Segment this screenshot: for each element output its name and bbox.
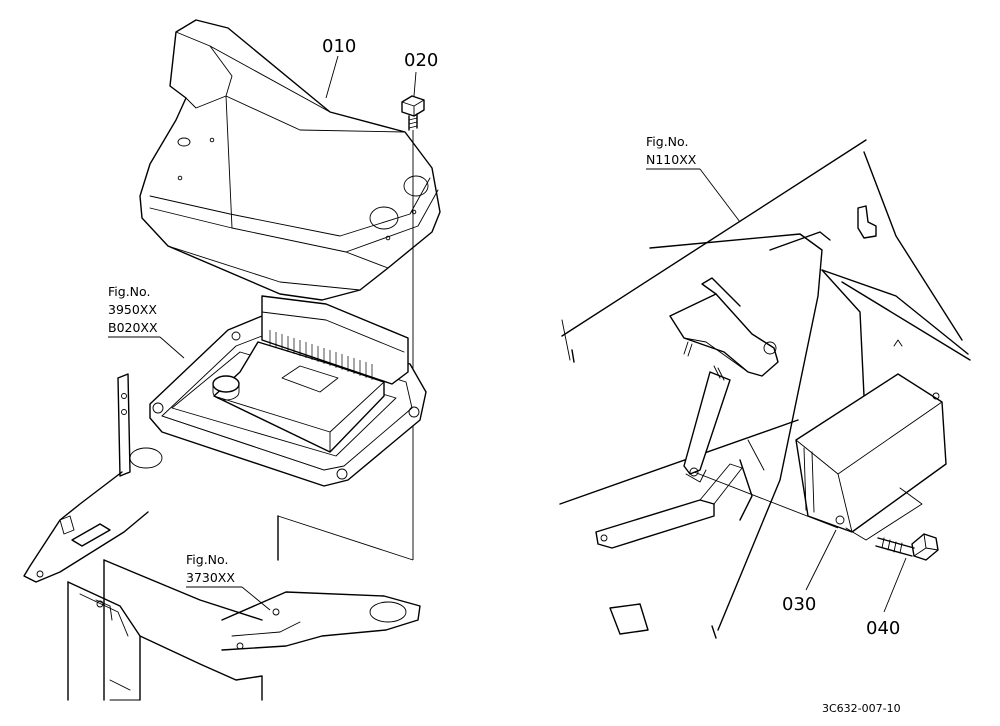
fig-ref-panel: Fig.No. N110XX bbox=[646, 134, 741, 223]
bolt-020 bbox=[401, 95, 425, 560]
bolt-040 bbox=[875, 533, 939, 561]
mounting-frame bbox=[23, 373, 421, 701]
fig-ref-ecu: Fig.No. 3950XX B020XX bbox=[108, 284, 185, 359]
fig-ref-panel-line2: N110XX bbox=[646, 152, 697, 167]
fig-ref-ecu-line2: 3950XX bbox=[108, 302, 157, 317]
part-number-030: 030 bbox=[782, 594, 816, 615]
fig-ref-panel-line1: Fig.No. bbox=[646, 134, 688, 149]
part-number-020: 020 bbox=[404, 50, 438, 71]
fig-ref-ecu-line3: B020XX bbox=[108, 320, 158, 335]
part-number-010: 010 bbox=[322, 36, 356, 57]
ecu-cover-010 bbox=[139, 19, 441, 301]
fig-ref-frame-line2: 3730XX bbox=[186, 570, 235, 585]
controller-030 bbox=[795, 373, 947, 541]
fig-ref-ecu-line1: Fig.No. bbox=[108, 284, 150, 299]
fig-ref-frame: Fig.No. 3730XX bbox=[186, 552, 271, 611]
drawing-code: 3C632-007-10 bbox=[822, 702, 901, 715]
ecu-module bbox=[149, 295, 427, 487]
part-number-040: 040 bbox=[866, 618, 900, 639]
panel-assembly bbox=[559, 139, 971, 639]
fig-ref-frame-line1: Fig.No. bbox=[186, 552, 228, 567]
